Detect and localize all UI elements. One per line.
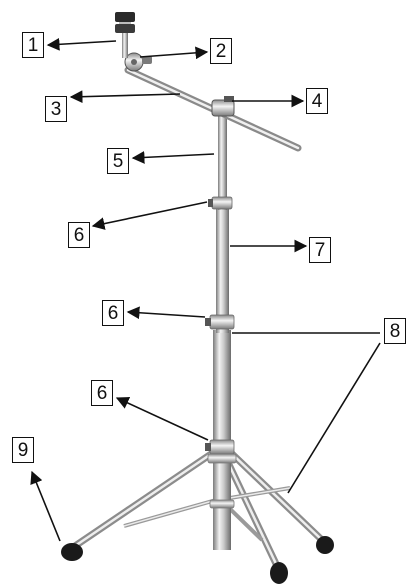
leg-bracket [209, 499, 235, 509]
arrow-9 [30, 470, 61, 542]
wing-screw-upper [208, 199, 213, 207]
rubber-foot-left [61, 543, 83, 561]
callout-arrows [30, 37, 381, 542]
arrow-1 [46, 37, 117, 51]
arrow-6b [126, 306, 206, 320]
cymbal-felt-top [115, 12, 135, 22]
height-clamp-upper [211, 196, 233, 210]
label-9: 9 [12, 437, 34, 463]
label-7: 7 [309, 237, 331, 263]
label-4: 4 [306, 88, 328, 114]
height-clamp-lower [209, 439, 235, 455]
label-8: 8 [384, 318, 406, 344]
boom-arm-assembly [115, 12, 302, 152]
top-tube [218, 108, 227, 210]
arrow-6a [91, 201, 208, 230]
label-3: 3 [45, 96, 67, 122]
arrow-6c [115, 397, 209, 441]
boom-clamp-screw [224, 96, 234, 102]
cymbal-felt-bottom [115, 24, 135, 33]
tripod-brace-front [224, 503, 264, 542]
height-clamp-middle [209, 314, 235, 330]
arrow-2 [139, 46, 209, 60]
tripod-collar [207, 453, 237, 464]
tilter-wing-screw [142, 56, 152, 64]
arrow-8b [287, 342, 381, 494]
rubber-foot-front [270, 562, 288, 584]
wing-screw-middle [205, 318, 211, 326]
tripod-base [61, 446, 334, 584]
cymbal-rod [122, 24, 128, 58]
label-6-middle: 6 [102, 300, 124, 326]
wing-screw-lower [205, 443, 211, 451]
label-2: 2 [210, 38, 232, 64]
label-6-lower: 6 [91, 380, 113, 406]
middle-tube [216, 205, 229, 333]
rubber-foot-right [316, 536, 334, 554]
label-5: 5 [107, 148, 129, 174]
arrow-3 [69, 90, 181, 104]
arrow-5 [131, 151, 215, 164]
label-6-upper: 6 [68, 222, 90, 248]
vertical-column [205, 108, 237, 550]
label-1: 1 [22, 32, 44, 58]
boom-clamp [211, 99, 235, 117]
